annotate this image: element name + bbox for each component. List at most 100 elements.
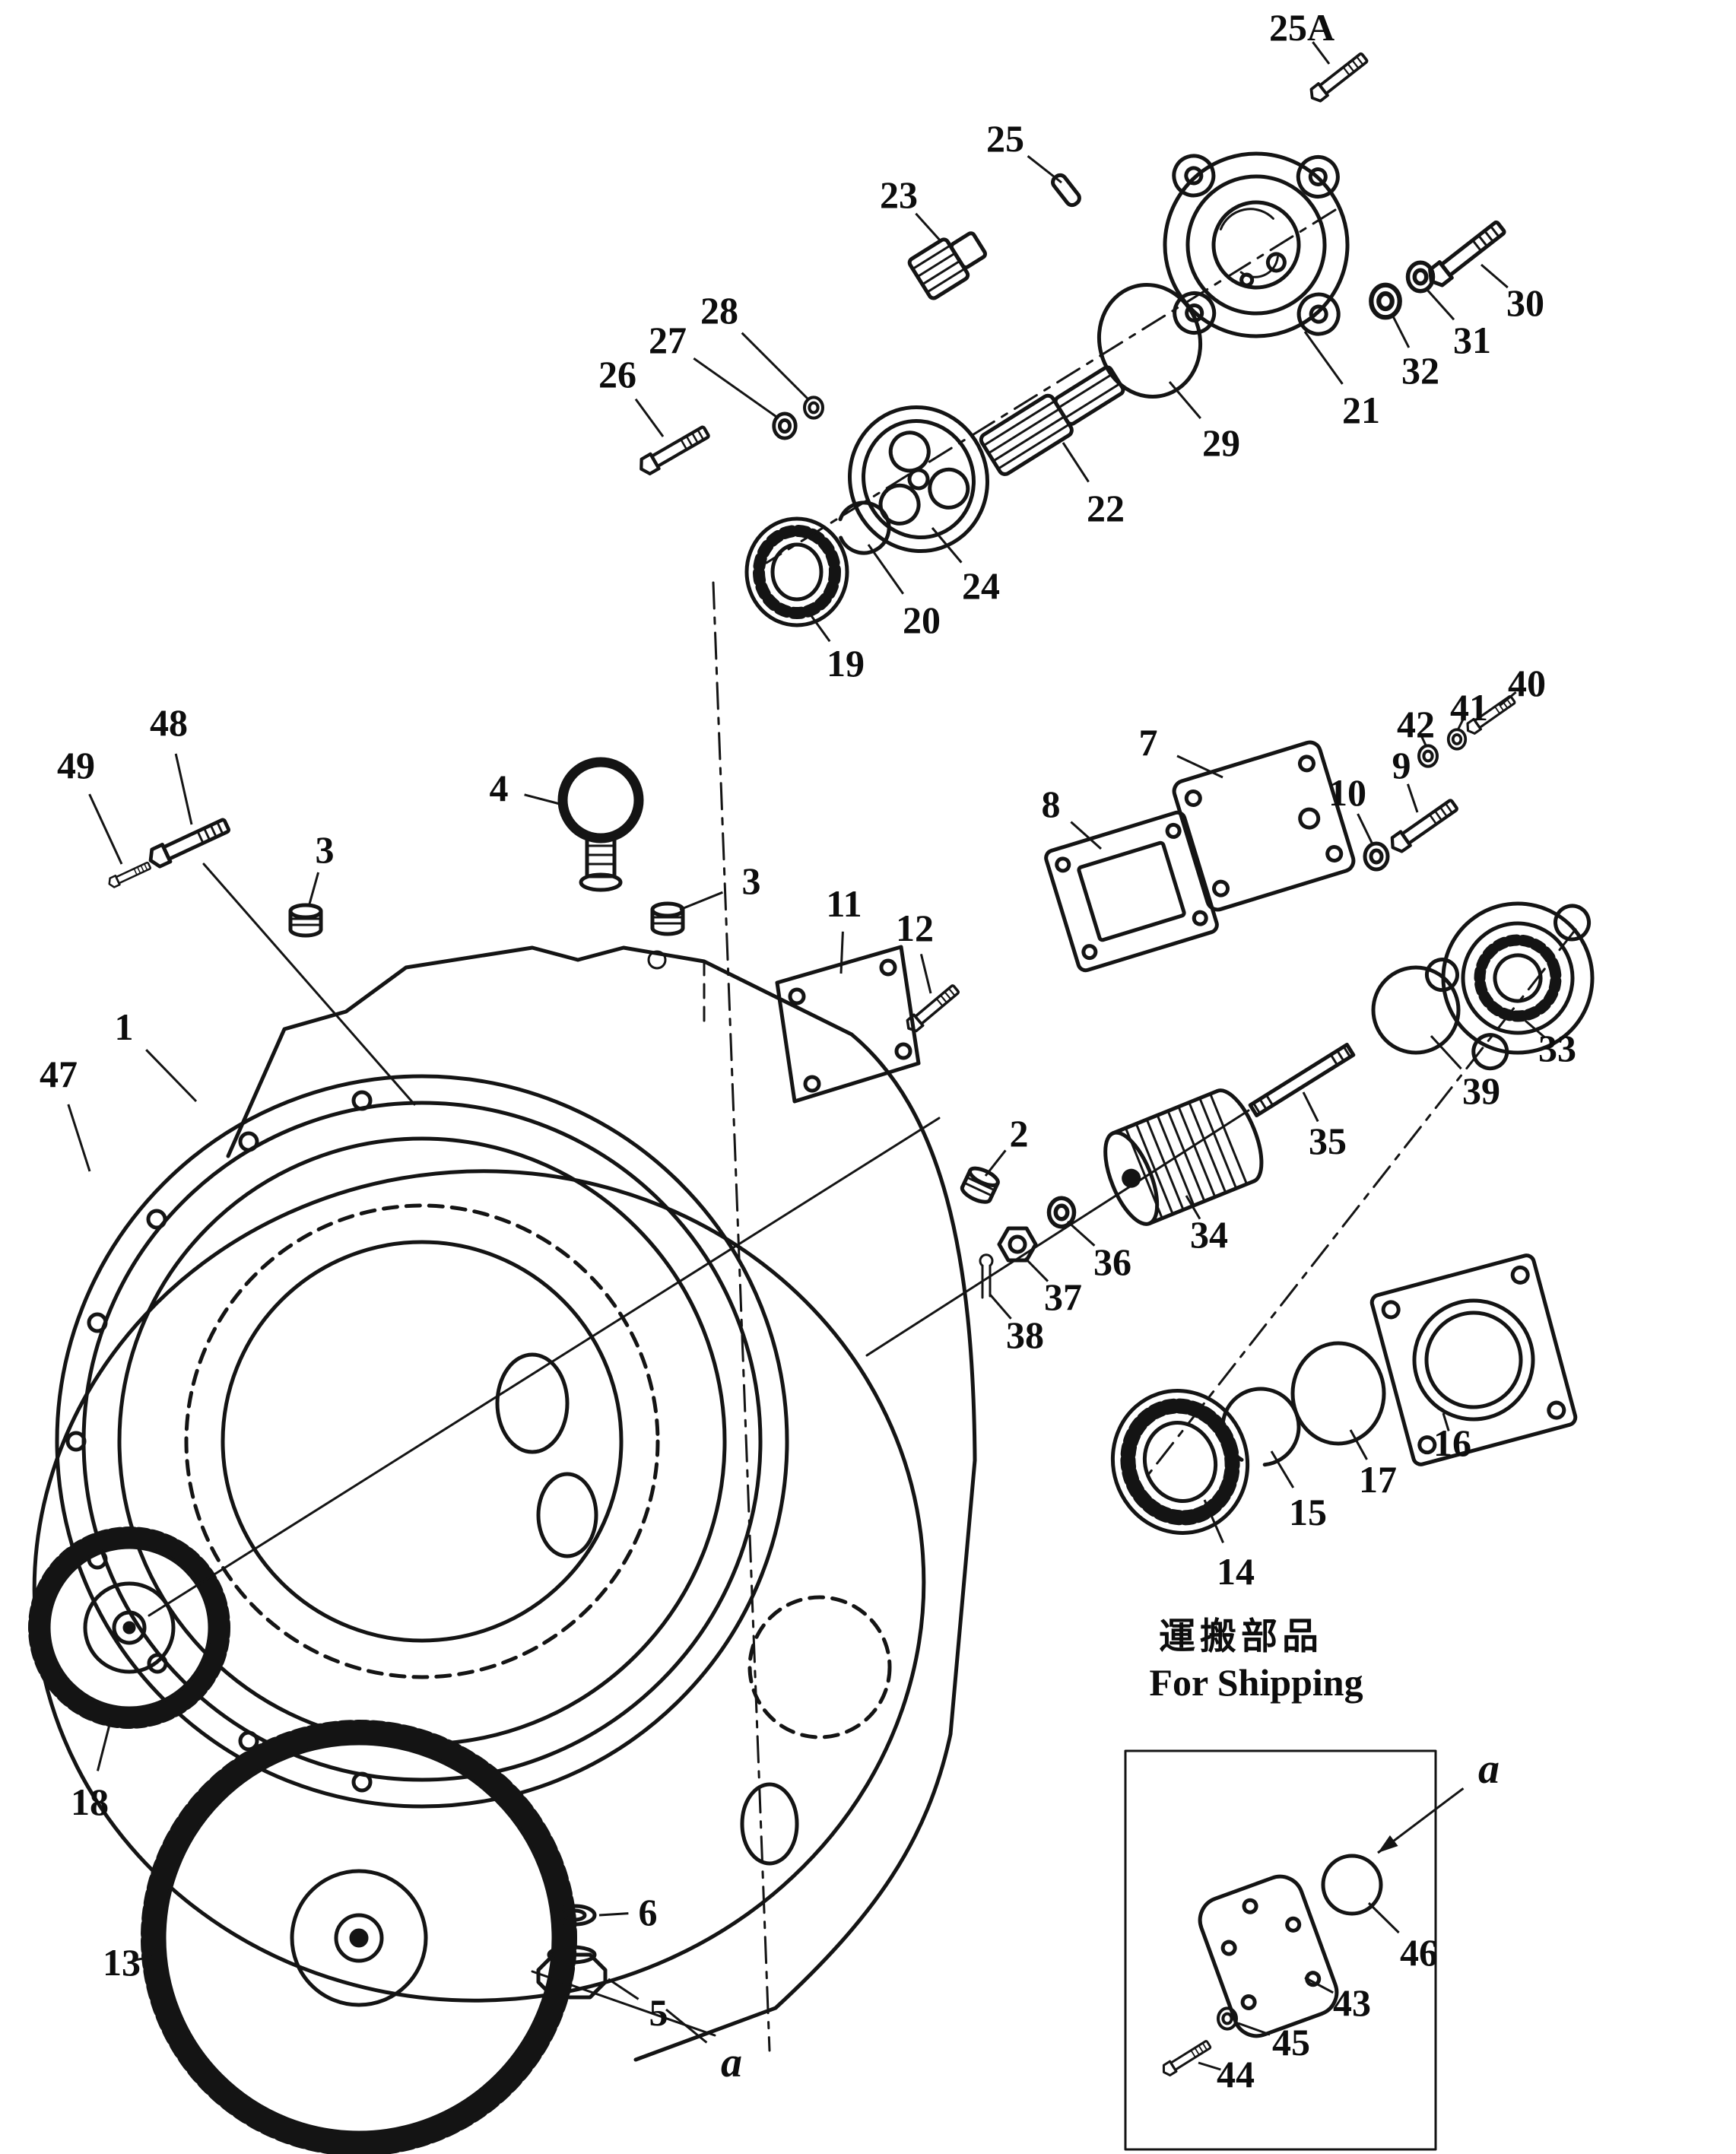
leader-16 xyxy=(1442,1412,1450,1431)
part-8-gasket xyxy=(1044,810,1219,973)
part-35-stud xyxy=(1248,1042,1356,1118)
part-46-o-ring xyxy=(1321,1854,1383,1916)
leader-37 xyxy=(1024,1256,1049,1282)
callout-19: 19 xyxy=(827,642,865,685)
callout-48: 48 xyxy=(150,701,188,744)
callout-47: 47 xyxy=(40,1053,78,1095)
callout-6: 6 xyxy=(639,1891,658,1933)
leader-40 xyxy=(1499,691,1517,707)
part-37-nut xyxy=(997,1226,1038,1263)
leader-49 xyxy=(88,793,123,865)
part-33-bearing-retainer xyxy=(1424,901,1595,1071)
part-6-washer xyxy=(553,1904,597,1927)
leader-24 xyxy=(931,527,963,564)
leader-31 xyxy=(1425,288,1455,321)
part-41-washer xyxy=(1446,728,1468,751)
part-3-plug-left xyxy=(290,905,321,936)
callout-5: 5 xyxy=(649,1991,668,2034)
part-43-cover-plate xyxy=(1198,1874,1339,2038)
section-marker-a: a xyxy=(1478,1746,1500,1793)
part-29-o-ring xyxy=(1097,283,1203,399)
leader-9 xyxy=(1406,783,1419,813)
leader-43 xyxy=(1304,1976,1334,1994)
leader-36 xyxy=(1066,1220,1096,1247)
part-44-bolt xyxy=(1159,2038,1214,2079)
leader-8 xyxy=(1070,821,1102,850)
shipping-box-frame xyxy=(1124,1749,1437,2151)
leader-47 xyxy=(67,1104,91,1172)
leader-2 xyxy=(984,1149,1007,1177)
reference-lines xyxy=(148,863,1250,2037)
leader-21 xyxy=(1303,331,1344,385)
leader-48 xyxy=(174,753,193,825)
shipping-title-jp: 運搬部品 xyxy=(1159,1617,1323,1657)
shipping-title-en: For Shipping xyxy=(1149,1661,1363,1704)
leader-25A xyxy=(1312,41,1331,65)
leader-26 xyxy=(634,398,665,437)
callout-25: 25 xyxy=(986,117,1024,160)
leader-38 xyxy=(989,1294,1012,1320)
part-26-bolt xyxy=(637,424,710,476)
leader-45 xyxy=(1237,2022,1271,2036)
leader-22 xyxy=(1062,442,1090,483)
part-10-washer xyxy=(1365,843,1388,869)
part-17-o-ring xyxy=(1290,1341,1386,1446)
leader-29 xyxy=(1168,381,1201,419)
leader-13 xyxy=(135,1955,157,1962)
callout-1: 1 xyxy=(115,1006,134,1048)
part-49-bolt xyxy=(106,859,153,890)
callout-28: 28 xyxy=(700,289,738,332)
leader-11 xyxy=(839,931,844,974)
callout-22: 22 xyxy=(1087,487,1125,529)
leader-28 xyxy=(741,332,809,400)
part-7-cover-plate xyxy=(1172,740,1356,912)
callout-17: 17 xyxy=(1359,1458,1397,1501)
leader-33 xyxy=(1525,1019,1546,1038)
callout-42: 42 xyxy=(1397,703,1435,745)
callout-45: 45 xyxy=(1272,2021,1310,2063)
part-13-gear xyxy=(141,1720,577,2154)
callout-9: 9 xyxy=(1392,744,1411,786)
leader-3 xyxy=(679,891,723,911)
callout-23: 23 xyxy=(880,173,918,216)
part-19-ball-bearing xyxy=(744,516,849,627)
callout-44: 44 xyxy=(1217,2053,1255,2095)
callout-30: 30 xyxy=(1506,281,1544,324)
part-23-gear-coupling xyxy=(907,231,988,300)
leader-15 xyxy=(1270,1450,1295,1488)
callout-36: 36 xyxy=(1093,1241,1131,1283)
callout-18: 18 xyxy=(71,1781,109,1823)
leader-32 xyxy=(1390,313,1411,348)
part-1-transmission-housing xyxy=(55,945,977,2062)
callout-7: 7 xyxy=(1139,721,1158,764)
part-24-coupling xyxy=(848,405,989,554)
leader-27 xyxy=(693,357,779,420)
part-9-bolt xyxy=(1388,798,1458,855)
part-14-roller-bearing xyxy=(1110,1389,1250,1535)
callout-32: 32 xyxy=(1401,349,1439,392)
leader-14 xyxy=(1203,1499,1224,1543)
part-30-bolt xyxy=(1425,219,1506,289)
part-11-cover-plate xyxy=(775,945,921,1104)
leader-23 xyxy=(915,212,943,243)
part-2-plug xyxy=(960,1165,1000,1206)
part-22-input-shaft xyxy=(979,365,1125,476)
assembly-axis-lines xyxy=(712,208,1577,2052)
callout-29: 29 xyxy=(1202,421,1240,464)
callout-13: 13 xyxy=(103,1941,141,1984)
part-20-snap-ring xyxy=(836,500,891,555)
callout-41: 41 xyxy=(1450,686,1488,729)
part-48-bolt xyxy=(147,817,230,869)
leader-46 xyxy=(1367,1901,1400,1934)
leader-18 xyxy=(96,1712,114,1771)
callout-43: 43 xyxy=(1333,1981,1371,2024)
leader-7 xyxy=(1176,755,1223,779)
callout-2: 2 xyxy=(1010,1112,1029,1155)
callout-26: 26 xyxy=(598,353,636,396)
part-28-washer xyxy=(805,397,823,418)
leader-20 xyxy=(867,544,904,595)
callout-34: 34 xyxy=(1190,1213,1228,1256)
